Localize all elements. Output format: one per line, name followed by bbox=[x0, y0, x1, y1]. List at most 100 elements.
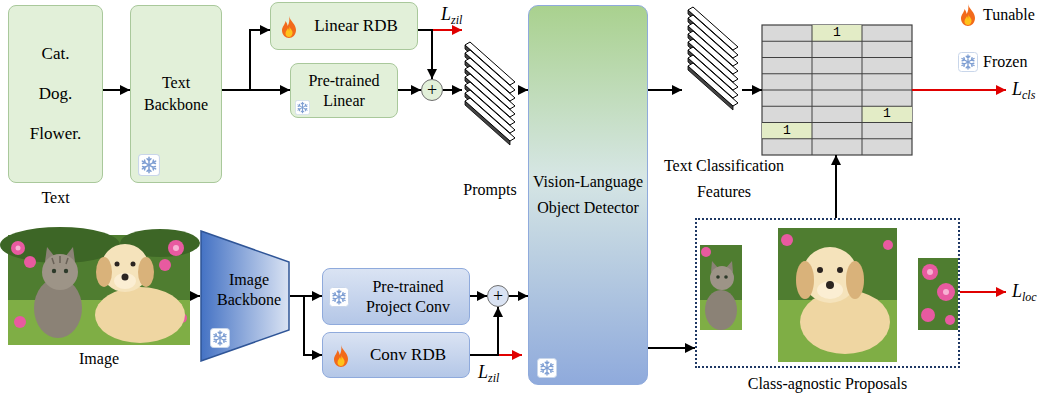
loss-arrow bbox=[432, 29, 462, 31]
feature-stack bbox=[688, 7, 738, 110]
backbone-shape bbox=[201, 231, 289, 361]
loss-symbol: L bbox=[441, 4, 451, 24]
connector-arrow bbox=[518, 89, 528, 91]
puppy-crop bbox=[796, 261, 814, 299]
score-grid bbox=[762, 123, 812, 139]
input-photo bbox=[114, 273, 136, 289]
puppy-crop bbox=[800, 290, 890, 354]
linear-rdb: Linear RDB bbox=[270, 2, 418, 50]
input-photo bbox=[95, 287, 185, 343]
loss-symbol: L bbox=[1012, 79, 1022, 99]
flower-crop bbox=[945, 315, 955, 325]
input-photo bbox=[159, 259, 171, 271]
puppy-crop bbox=[837, 267, 843, 273]
kitten-crop bbox=[716, 275, 720, 279]
input-photo bbox=[115, 262, 120, 267]
score-grid bbox=[762, 25, 912, 155]
node-text: + bbox=[422, 81, 442, 99]
node-text: Linear RDB bbox=[301, 16, 411, 36]
feature-stack bbox=[688, 55, 738, 102]
frozen-icon bbox=[537, 358, 557, 378]
node-text: Vision-Language Object Detector bbox=[531, 169, 645, 221]
loss-label: Lzil bbox=[441, 4, 462, 24]
stack-label: Text Classification Features bbox=[654, 153, 794, 205]
vision-language-detector: Vision-Language Object Detector bbox=[528, 5, 648, 385]
loss-label: Lloc bbox=[1012, 281, 1037, 301]
frozen-icon bbox=[295, 100, 310, 115]
connector-arrow bbox=[222, 30, 270, 90]
connector-arrow bbox=[835, 155, 837, 218]
connector-arrow bbox=[470, 295, 487, 297]
sum-node: + bbox=[421, 79, 443, 101]
frozen-icon bbox=[329, 287, 349, 307]
input-photo bbox=[16, 246, 21, 251]
puppy-crop bbox=[817, 267, 823, 273]
node-text: Text Backbone bbox=[137, 72, 215, 116]
prompt-stack: Prompts bbox=[462, 40, 518, 150]
connector-arrow bbox=[290, 296, 322, 355]
input-label: Image bbox=[0, 349, 200, 369]
loss-arrow bbox=[498, 354, 522, 356]
pretrained-linear: Pre-trained Linear bbox=[290, 63, 398, 118]
feature-stack bbox=[688, 63, 738, 110]
node-text: Image Backbone bbox=[214, 270, 284, 310]
puppy-crop bbox=[883, 240, 893, 250]
input-photo bbox=[42, 254, 78, 290]
input-photo bbox=[64, 269, 68, 273]
loss-arrow bbox=[960, 291, 1006, 293]
prompt-stack bbox=[465, 90, 515, 137]
puppy-crop bbox=[846, 261, 864, 299]
kitten-crop bbox=[724, 275, 728, 279]
input-image: Image bbox=[8, 235, 190, 345]
flower-crop bbox=[922, 264, 938, 280]
flower-crop bbox=[921, 308, 935, 322]
puppy-crop bbox=[778, 228, 897, 362]
input-photo bbox=[168, 240, 184, 256]
node-text: Conv RDB bbox=[353, 345, 463, 365]
score-grid bbox=[762, 25, 912, 155]
sum-node: + bbox=[487, 285, 509, 307]
matrix-value: 1 bbox=[762, 123, 812, 139]
score-grid bbox=[762, 41, 912, 139]
puppy-crop bbox=[826, 281, 834, 289]
score-matrix: 1 1 1 bbox=[762, 25, 912, 155]
connector-arrow bbox=[418, 30, 432, 79]
loss-label: Lcls bbox=[1012, 79, 1035, 99]
legend-icon bbox=[961, 4, 975, 26]
kitten-crop bbox=[705, 290, 737, 330]
class-names: Cat. Dog. Flower. bbox=[16, 34, 96, 154]
loss-symbol: L bbox=[478, 362, 488, 382]
kitten-crop bbox=[710, 266, 734, 290]
prompt-stack bbox=[465, 42, 515, 145]
score-grid bbox=[862, 106, 912, 122]
connector-arrow bbox=[103, 89, 130, 91]
flower-crop bbox=[943, 289, 949, 295]
feature-stack: Text Classification Features bbox=[682, 3, 742, 113]
project-conv: Pre-trained Project Conv bbox=[322, 268, 470, 325]
input-photo bbox=[52, 269, 56, 273]
puppy-crop bbox=[778, 228, 897, 362]
connector-arrow bbox=[190, 295, 200, 297]
connector-arrow bbox=[398, 89, 421, 91]
loss-subscript: cls bbox=[1022, 88, 1035, 102]
matrix-value: 1 bbox=[862, 106, 912, 122]
kitten-crop bbox=[700, 245, 742, 330]
input-photo bbox=[173, 245, 179, 251]
input-photo bbox=[14, 316, 26, 328]
legend-icon bbox=[959, 53, 978, 72]
loss-symbol: L bbox=[1012, 281, 1022, 301]
connector-arrow bbox=[742, 89, 762, 91]
node-text: Pre-trained Linear bbox=[297, 71, 391, 111]
input-photo bbox=[52, 256, 68, 264]
matrix-value: 1 bbox=[812, 25, 862, 41]
frozen-icon bbox=[210, 328, 230, 348]
input-photo bbox=[122, 274, 129, 281]
flower-crop bbox=[918, 258, 958, 330]
connector-arrow bbox=[648, 89, 682, 91]
connector-arrow bbox=[443, 89, 462, 91]
loss-arrow bbox=[432, 30, 1006, 355]
score-grid bbox=[762, 25, 912, 155]
puppy-crop bbox=[817, 281, 843, 299]
connector-arrow bbox=[648, 347, 695, 349]
